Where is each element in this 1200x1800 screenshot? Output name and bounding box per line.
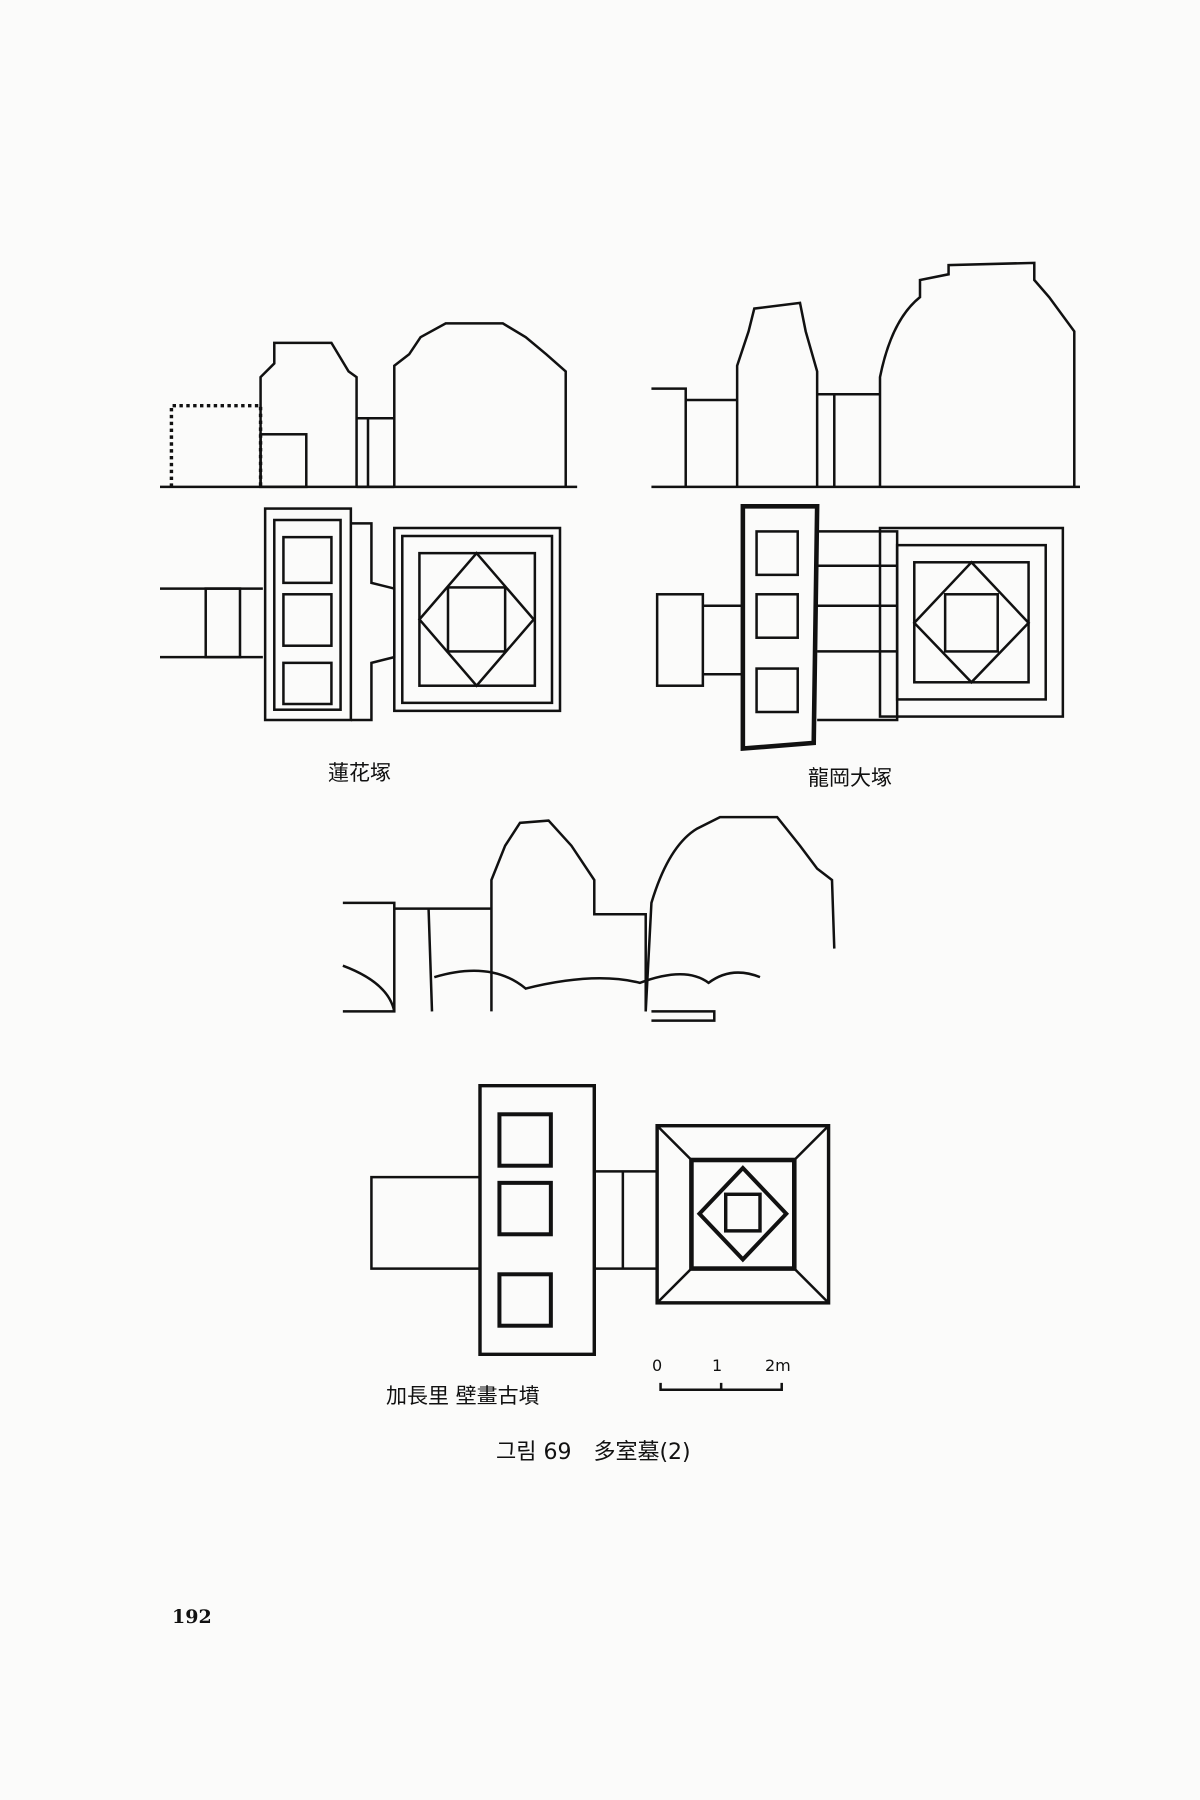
scale-tick-1: 1 [712,1356,723,1375]
yonggang-tomb-elevation [651,261,1080,489]
page-number: 192 [172,1606,212,1628]
scale-tick-2m: 2m [765,1356,791,1375]
lotus-tomb-label: 蓮花塚 [328,761,391,785]
scale-bar [659,1382,783,1391]
gajangni-tomb-elevation [342,815,836,1022]
gajangni-tomb-plan [370,1084,831,1356]
lotus-tomb-elevation [160,322,578,489]
yonggang-tomb-plan [655,504,1065,752]
scale-tick-0: 0 [652,1356,663,1375]
lotus-tomb-plan [160,507,562,722]
figure-caption: 그림 69 多室墓(2) [496,1440,691,1465]
gajangni-tomb-label: 加長里 壁畫古墳 [386,1384,540,1408]
yonggang-tomb-label: 龍岡大塚 [808,766,892,790]
